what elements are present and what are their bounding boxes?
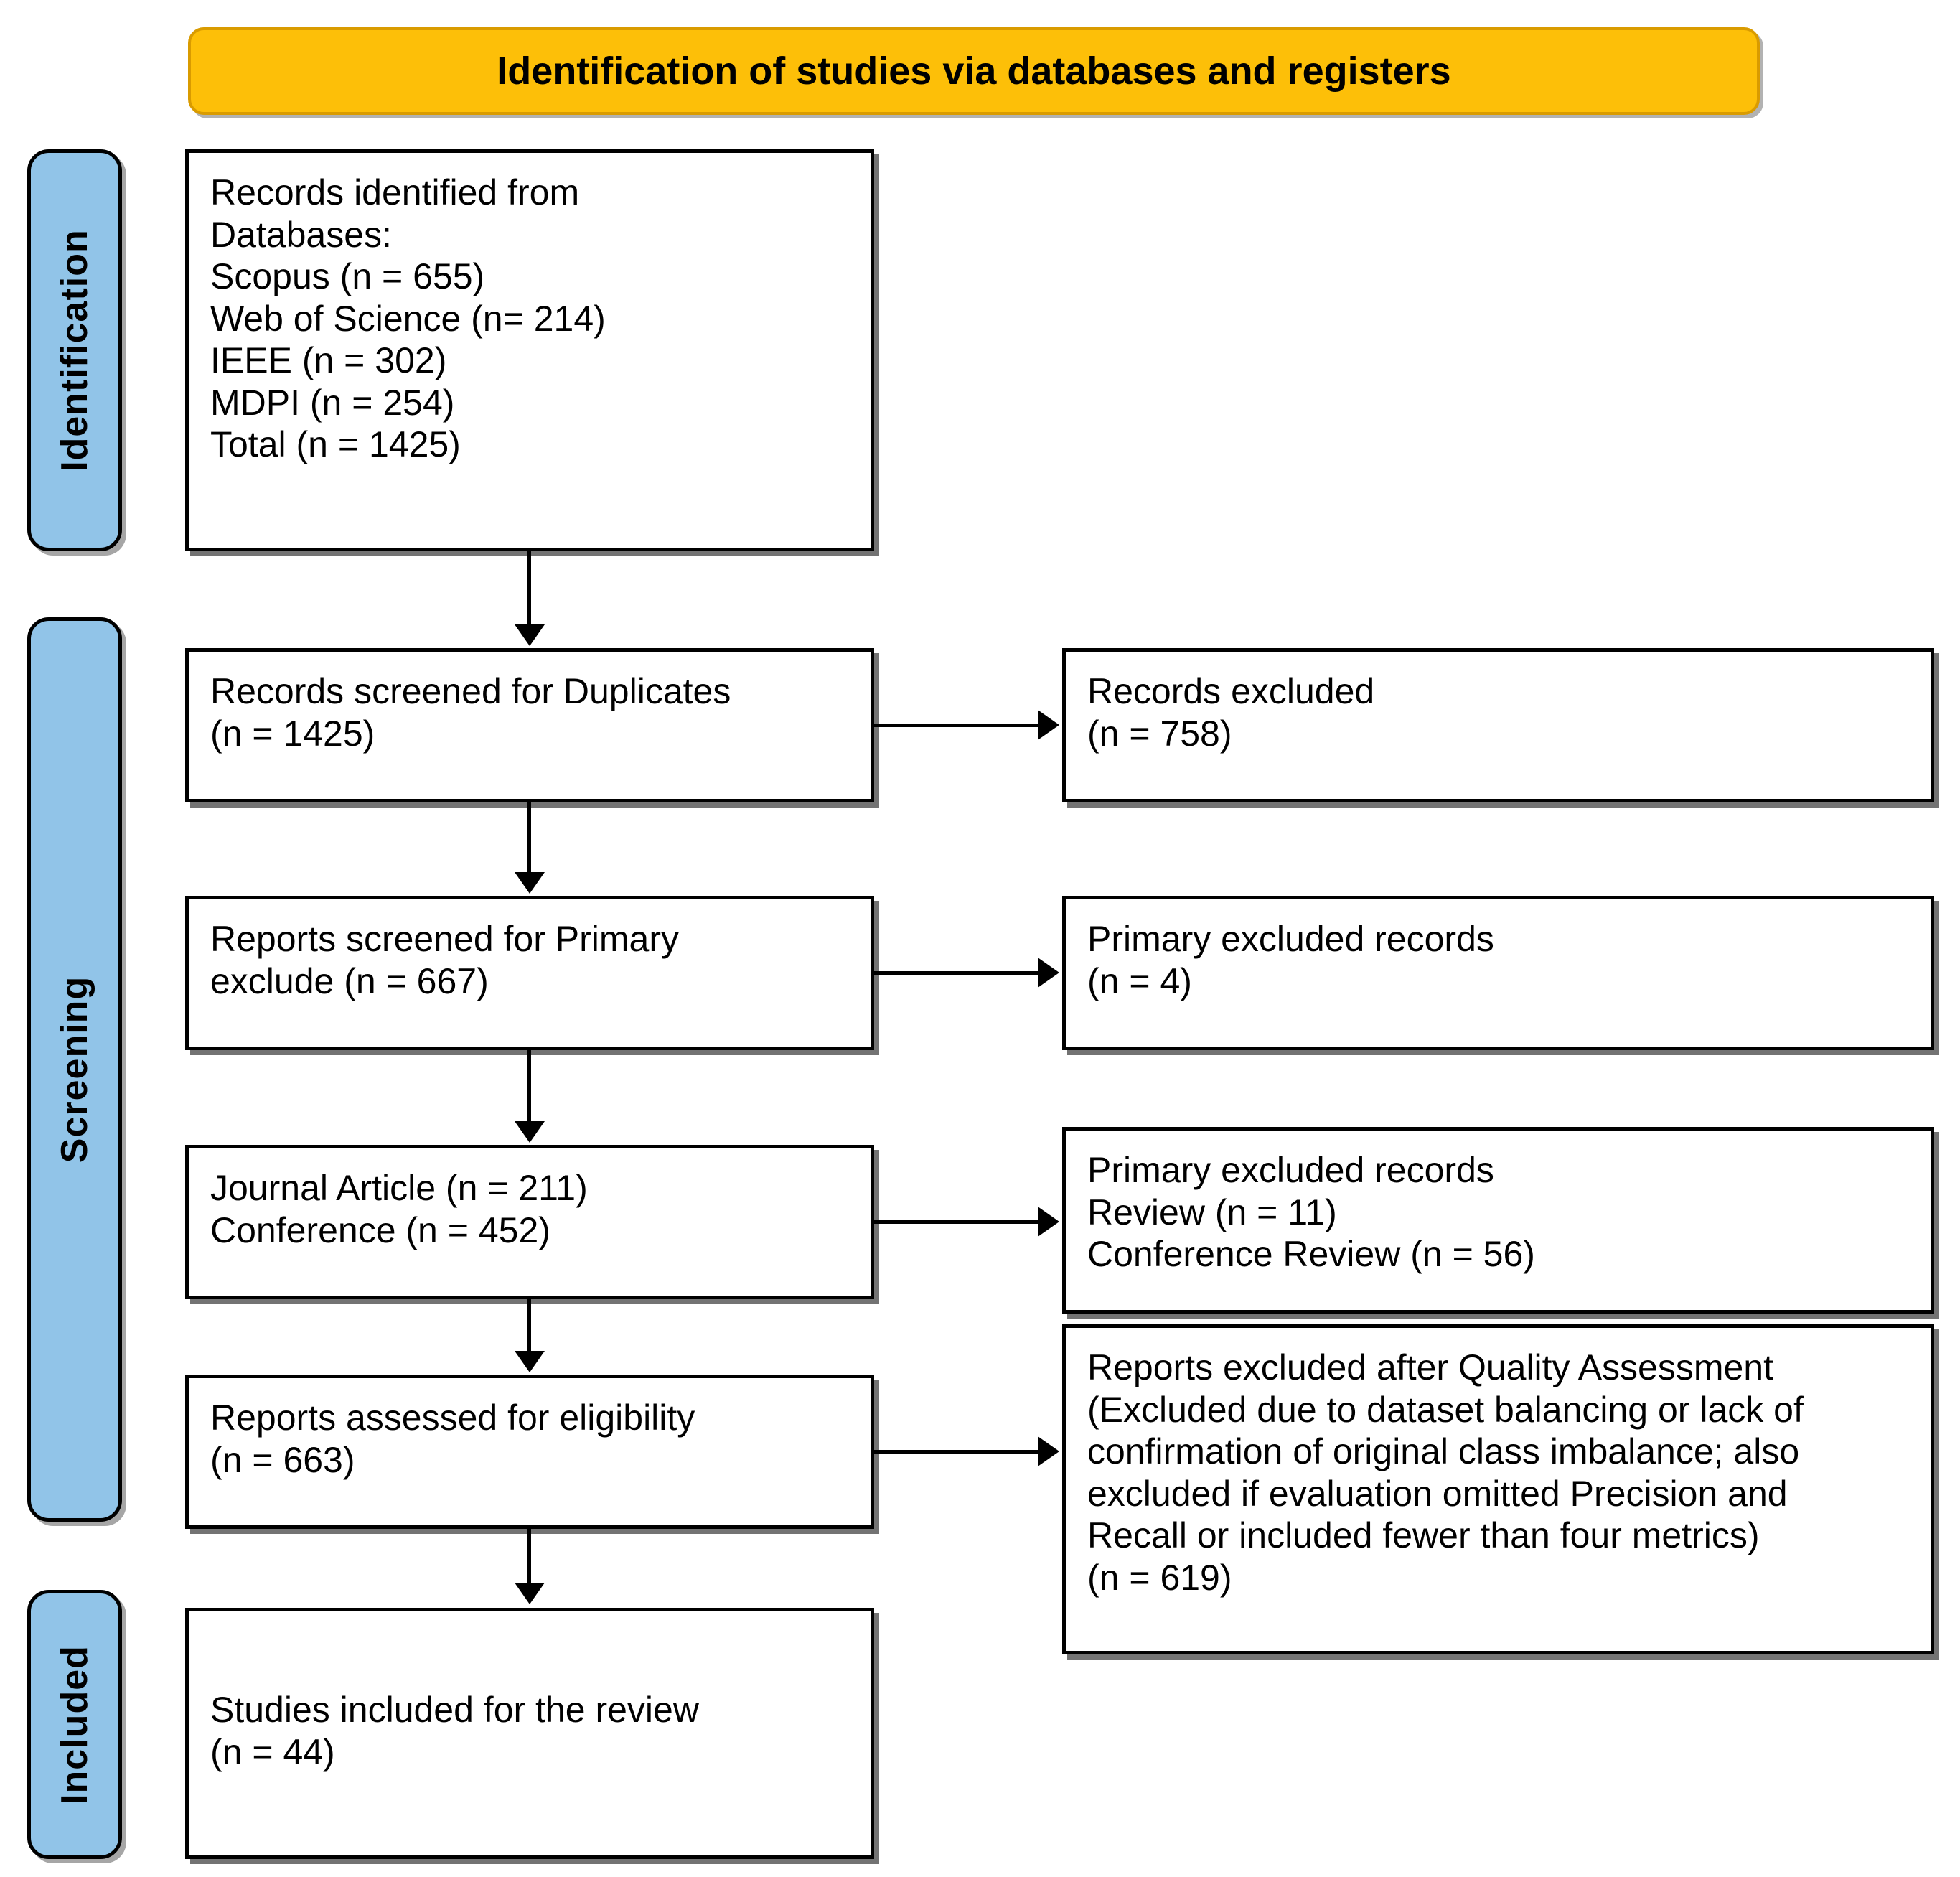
stage-label-text: Screening bbox=[54, 975, 96, 1164]
connector-eligibility-to-excluded bbox=[874, 1450, 1039, 1454]
connector-identified-to-duplicates bbox=[527, 551, 531, 627]
box-studies-included-text: Studies included for the review (n = 44) bbox=[210, 1690, 699, 1772]
connector-duplicates-to-excluded bbox=[874, 724, 1039, 727]
page-title: Identification of studies via databases … bbox=[497, 50, 1451, 93]
box-primary-excluded-records-text: Primary excluded records (n = 4) bbox=[1087, 919, 1494, 1001]
box-reports-assessed-eligibility: Reports assessed for eligibility (n = 66… bbox=[185, 1375, 874, 1529]
box-primary-excluded-reviews-text: Primary excluded records Review (n = 11)… bbox=[1087, 1150, 1535, 1274]
arrowhead-duplicates-to-primary bbox=[515, 872, 545, 894]
box-reports-excluded-quality: Reports excluded after Quality Assessmen… bbox=[1062, 1324, 1934, 1654]
box-report-types: Journal Article (n = 211) Conference (n … bbox=[185, 1145, 874, 1299]
arrowhead-primary-to-excluded bbox=[1038, 958, 1059, 988]
box-studies-included: Studies included for the review (n = 44) bbox=[185, 1608, 874, 1859]
arrowhead-primary-to-types bbox=[515, 1121, 545, 1143]
arrowhead-identified-to-duplicates bbox=[515, 624, 545, 646]
box-reports-screened-primary: Reports screened for Primary exclude (n … bbox=[185, 896, 874, 1050]
stage-label-included: Included bbox=[27, 1590, 122, 1859]
box-records-identified-text: Records identified from Databases: Scopu… bbox=[210, 172, 606, 464]
stage-label-identification: Identification bbox=[27, 149, 122, 551]
box-reports-screened-primary-text: Reports screened for Primary exclude (n … bbox=[210, 919, 680, 1001]
connector-primary-to-excluded bbox=[874, 971, 1039, 975]
stage-label-screening: Screening bbox=[27, 617, 122, 1522]
box-primary-excluded-records: Primary excluded records (n = 4) bbox=[1062, 896, 1934, 1050]
connector-duplicates-to-primary bbox=[527, 802, 531, 874]
stage-label-text: Identification bbox=[54, 229, 95, 472]
box-report-types-text: Journal Article (n = 211) Conference (n … bbox=[210, 1168, 588, 1250]
box-records-screened-duplicates-text: Records screened for Duplicates (n = 142… bbox=[210, 671, 731, 754]
arrowhead-duplicates-to-excluded bbox=[1038, 710, 1059, 740]
stage-label-text: Included bbox=[54, 1644, 96, 1805]
box-records-excluded-text: Records excluded (n = 758) bbox=[1087, 671, 1375, 754]
arrowhead-eligibility-to-excluded bbox=[1038, 1436, 1059, 1466]
box-records-excluded: Records excluded (n = 758) bbox=[1062, 648, 1934, 802]
connector-types-to-excluded bbox=[874, 1220, 1039, 1224]
box-records-screened-duplicates: Records screened for Duplicates (n = 142… bbox=[185, 648, 874, 802]
connector-eligibility-to-included bbox=[527, 1529, 531, 1585]
box-records-identified: Records identified from Databases: Scopu… bbox=[185, 149, 874, 551]
connector-primary-to-types bbox=[527, 1050, 531, 1123]
arrowhead-types-to-eligibility bbox=[515, 1351, 545, 1372]
arrowhead-types-to-excluded bbox=[1038, 1207, 1059, 1237]
box-primary-excluded-reviews: Primary excluded records Review (n = 11)… bbox=[1062, 1127, 1934, 1314]
diagram-header-banner: Identification of studies via databases … bbox=[188, 27, 1760, 115]
box-reports-excluded-quality-text: Reports excluded after Quality Assessmen… bbox=[1087, 1347, 1804, 1598]
arrowhead-eligibility-to-included bbox=[515, 1583, 545, 1604]
box-reports-assessed-eligibility-text: Reports assessed for eligibility (n = 66… bbox=[210, 1398, 695, 1480]
connector-types-to-eligibility bbox=[527, 1299, 531, 1353]
